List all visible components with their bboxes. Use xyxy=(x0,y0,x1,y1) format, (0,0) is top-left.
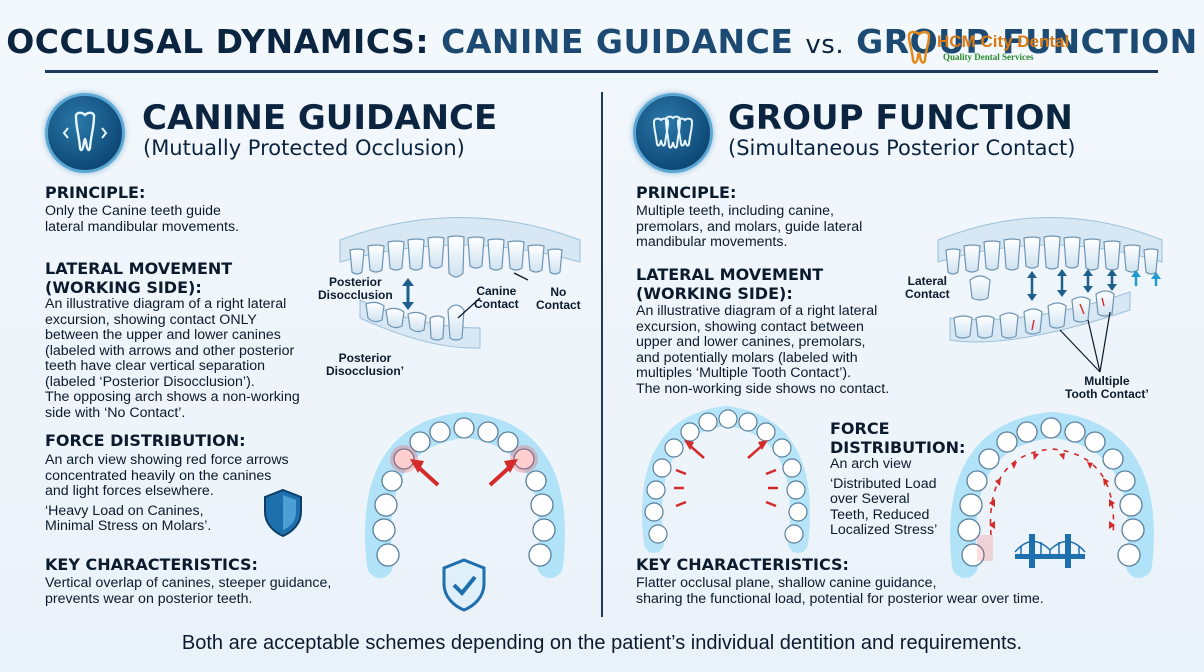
text-line: prevents wear on posterior teeth. xyxy=(45,590,253,607)
canine-guidance-subheading: (Mutually Protected Occlusion) xyxy=(143,136,465,160)
left-key-text: Vertical overlap of canines, steeper gui… xyxy=(45,575,332,607)
text-line: Localized Stress’ xyxy=(830,522,938,538)
group-function-subheading: (Simultaneous Posterior Contact) xyxy=(728,136,1076,160)
right-key-text: Flatter occlusal plane, shallow canine g… xyxy=(636,575,1044,607)
group-lateral-diagram xyxy=(937,217,1163,373)
text-line: upper and lower canines, premolars, xyxy=(636,334,866,350)
group-small-arch xyxy=(642,405,810,553)
left-force-title: FORCE DISTRIBUTION: xyxy=(45,431,246,450)
text-line: Minimal Stress on Molars’. xyxy=(45,518,212,534)
text-line: excursion, showing contact ONLY xyxy=(45,311,257,328)
footer-note: Both are acceptable schemes depending on… xyxy=(181,632,1023,654)
text-line: concentrated heavily on the canines xyxy=(45,467,272,484)
right-lateral-title: LATERAL MOVEMENT (WORKING SIDE): xyxy=(636,265,823,303)
text-line: LATERAL MOVEMENT xyxy=(45,259,233,278)
left-principle-text: Only the Canine teeth guide lateral mand… xyxy=(45,203,239,235)
right-principle-title: PRINCIPLE: xyxy=(636,183,737,202)
text-line: (WORKING SIDE): xyxy=(45,278,202,297)
text-line: lateral mandibular movements. xyxy=(45,218,239,235)
text-line: Multiple teeth, including canine, xyxy=(636,203,834,219)
label-line: Lateral xyxy=(907,274,948,288)
title-vs: vs. xyxy=(805,30,845,60)
text-line: Vertical overlap of canines, steeper gui… xyxy=(45,575,332,591)
label-line: Tooth Contact’ xyxy=(1065,387,1149,401)
column-divider xyxy=(601,92,603,617)
text-line: FORCE xyxy=(830,419,890,438)
text-line: and potentially molars (labeled with xyxy=(636,349,858,366)
text-line: LATERAL MOVEMENT xyxy=(636,265,824,284)
text-line: The opposing arch shows a non-working xyxy=(45,389,300,405)
no-contact-label: No Contact xyxy=(536,286,581,312)
posterior-disocclusion-bottom-label: Posterior Disocclusion’ xyxy=(326,352,404,378)
label-line: Canine xyxy=(476,284,517,298)
label-line: Contact xyxy=(905,287,950,301)
text-line: excursion, showing contact between xyxy=(636,318,864,335)
clinic-logo: HCM City Dental Quality Dental Services xyxy=(905,30,1080,68)
right-force-title: FORCE DISTRIBUTION: xyxy=(830,419,965,457)
text-line: over Several xyxy=(830,491,910,507)
text-line: ‘Heavy Load on Canines, xyxy=(45,502,204,519)
text-line: side with ‘No Contact’. xyxy=(45,404,186,421)
right-lateral-text: An illustrative diagram of a right later… xyxy=(636,303,890,397)
text-line: and light forces elsewhere. xyxy=(45,483,214,499)
text-line: ‘Distributed Load xyxy=(830,475,937,492)
left-principle-title: PRINCIPLE: xyxy=(45,183,146,202)
text-line: Flatter occlusal plane, shallow canine g… xyxy=(636,575,937,591)
canine-contact-label: Canine Contact xyxy=(474,285,519,311)
label-line: Contact xyxy=(474,297,519,311)
text-line: multiples ‘Multiple Tooth Contact’). xyxy=(636,365,852,381)
text-line: The non-working side shows no contact. xyxy=(636,380,890,397)
text-line: An illustrative diagram of a right later… xyxy=(45,296,287,312)
logo-slogan: Quality Dental Services xyxy=(943,52,1034,62)
text-line: sharing the functional load, potential f… xyxy=(636,590,1044,607)
label-line: Contact xyxy=(536,298,581,312)
label-line: Posterior xyxy=(329,275,382,289)
shield-icon xyxy=(264,488,302,538)
text-line: (labeled with arrows and other posterior xyxy=(45,342,295,359)
text-line: Teeth, Reduced xyxy=(830,506,930,523)
group-function-heading: GROUP FUNCTION xyxy=(728,98,1073,138)
bridge-icon xyxy=(1014,534,1086,568)
multiple-tooth-contact-label: Multiple Tooth Contact’ xyxy=(1065,375,1149,401)
text-line: (labeled ‘Posterior Disocclusion’). xyxy=(45,373,255,390)
text-line: An illustrative diagram of a right later… xyxy=(636,303,878,319)
text-line: teeth have clear vertical separation xyxy=(45,358,266,374)
label-line: Multiple xyxy=(1084,374,1130,388)
group-force-arch xyxy=(950,411,1154,578)
right-key-title: KEY CHARACTERISTICS: xyxy=(636,555,849,574)
title-part-1: OCCLUSAL DYNAMICS: xyxy=(6,22,430,61)
text-line: Only the Canine teeth guide xyxy=(45,203,221,219)
lateral-contact-label: Lateral Contact xyxy=(905,275,950,301)
check-shield-icon xyxy=(442,558,486,612)
multiple-teeth-icon xyxy=(633,93,713,173)
single-tooth-icon xyxy=(45,93,125,173)
right-principle-text: Multiple teeth, including canine, premol… xyxy=(636,203,863,251)
title-underline xyxy=(45,70,1158,73)
title-part-2: CANINE GUIDANCE xyxy=(441,22,794,61)
logo-name: HCM City Dental xyxy=(937,32,1070,51)
right-force-text: An arch view ‘Distributed Load over Seve… xyxy=(830,456,938,539)
label-line: Posterior xyxy=(338,351,392,365)
canine-guidance-heading: CANINE GUIDANCE xyxy=(142,98,498,138)
text-line: (WORKING SIDE): xyxy=(636,284,793,303)
left-lateral-text: An illustrative diagram of a right later… xyxy=(45,296,300,421)
left-key-title: KEY CHARACTERISTICS: xyxy=(45,555,258,574)
text-line: DISTRIBUTION: xyxy=(830,438,966,457)
left-force-text: An arch view showing red force arrows co… xyxy=(45,452,289,535)
label-line: No xyxy=(550,285,567,299)
logo-tooth-icon xyxy=(907,30,931,64)
text-line: premolars, and molars, guide lateral xyxy=(636,218,863,235)
canine-force-arch xyxy=(365,411,565,578)
left-lateral-title: LATERAL MOVEMENT (WORKING SIDE): xyxy=(45,259,232,297)
text-line: An arch view xyxy=(830,456,912,472)
text-line: An arch view showing red force arrows xyxy=(45,452,289,468)
text-line: mandibular movements. xyxy=(636,234,788,250)
canine-lateral-diagram xyxy=(339,217,581,349)
text-line: between the upper and lower canines xyxy=(45,327,281,343)
label-line: Disocclusion’ xyxy=(326,364,405,378)
posterior-disocclusion-label: Posterior Disocclusion xyxy=(318,276,393,302)
label-line: Disocclusion xyxy=(318,288,393,302)
